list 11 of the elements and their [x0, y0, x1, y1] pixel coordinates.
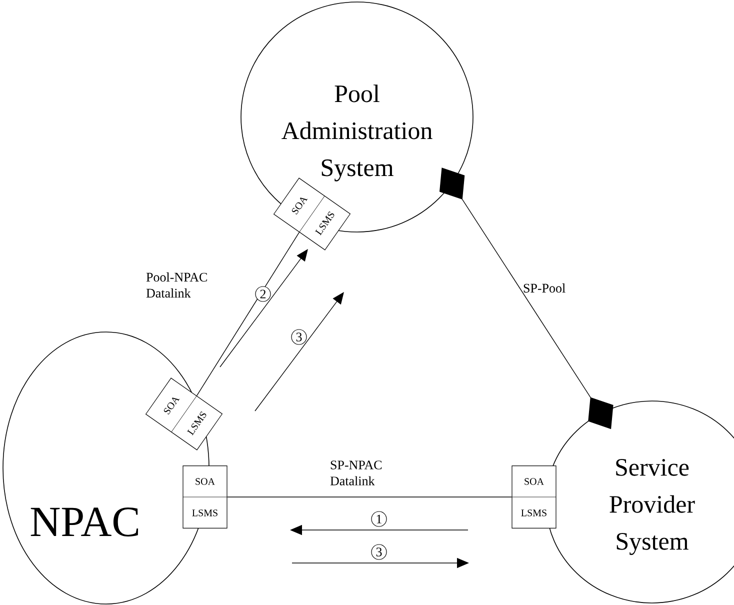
connector-line	[196, 232, 300, 396]
callout-number: 3	[371, 544, 387, 560]
callout-number: 1	[371, 511, 387, 527]
interface-box: SOA LSMS	[512, 466, 556, 528]
callout-number: 3	[291, 329, 307, 345]
connector-line	[226, 496, 512, 498]
edge-label: SP-NPAC Datalink	[330, 460, 382, 486]
callout-number: 2	[255, 286, 271, 302]
edge-label: Pool-NPAC Datalink	[146, 272, 207, 298]
edge-label: SP-Pool	[524, 283, 566, 293]
interface-box: SOA LSMS	[182, 466, 228, 528]
